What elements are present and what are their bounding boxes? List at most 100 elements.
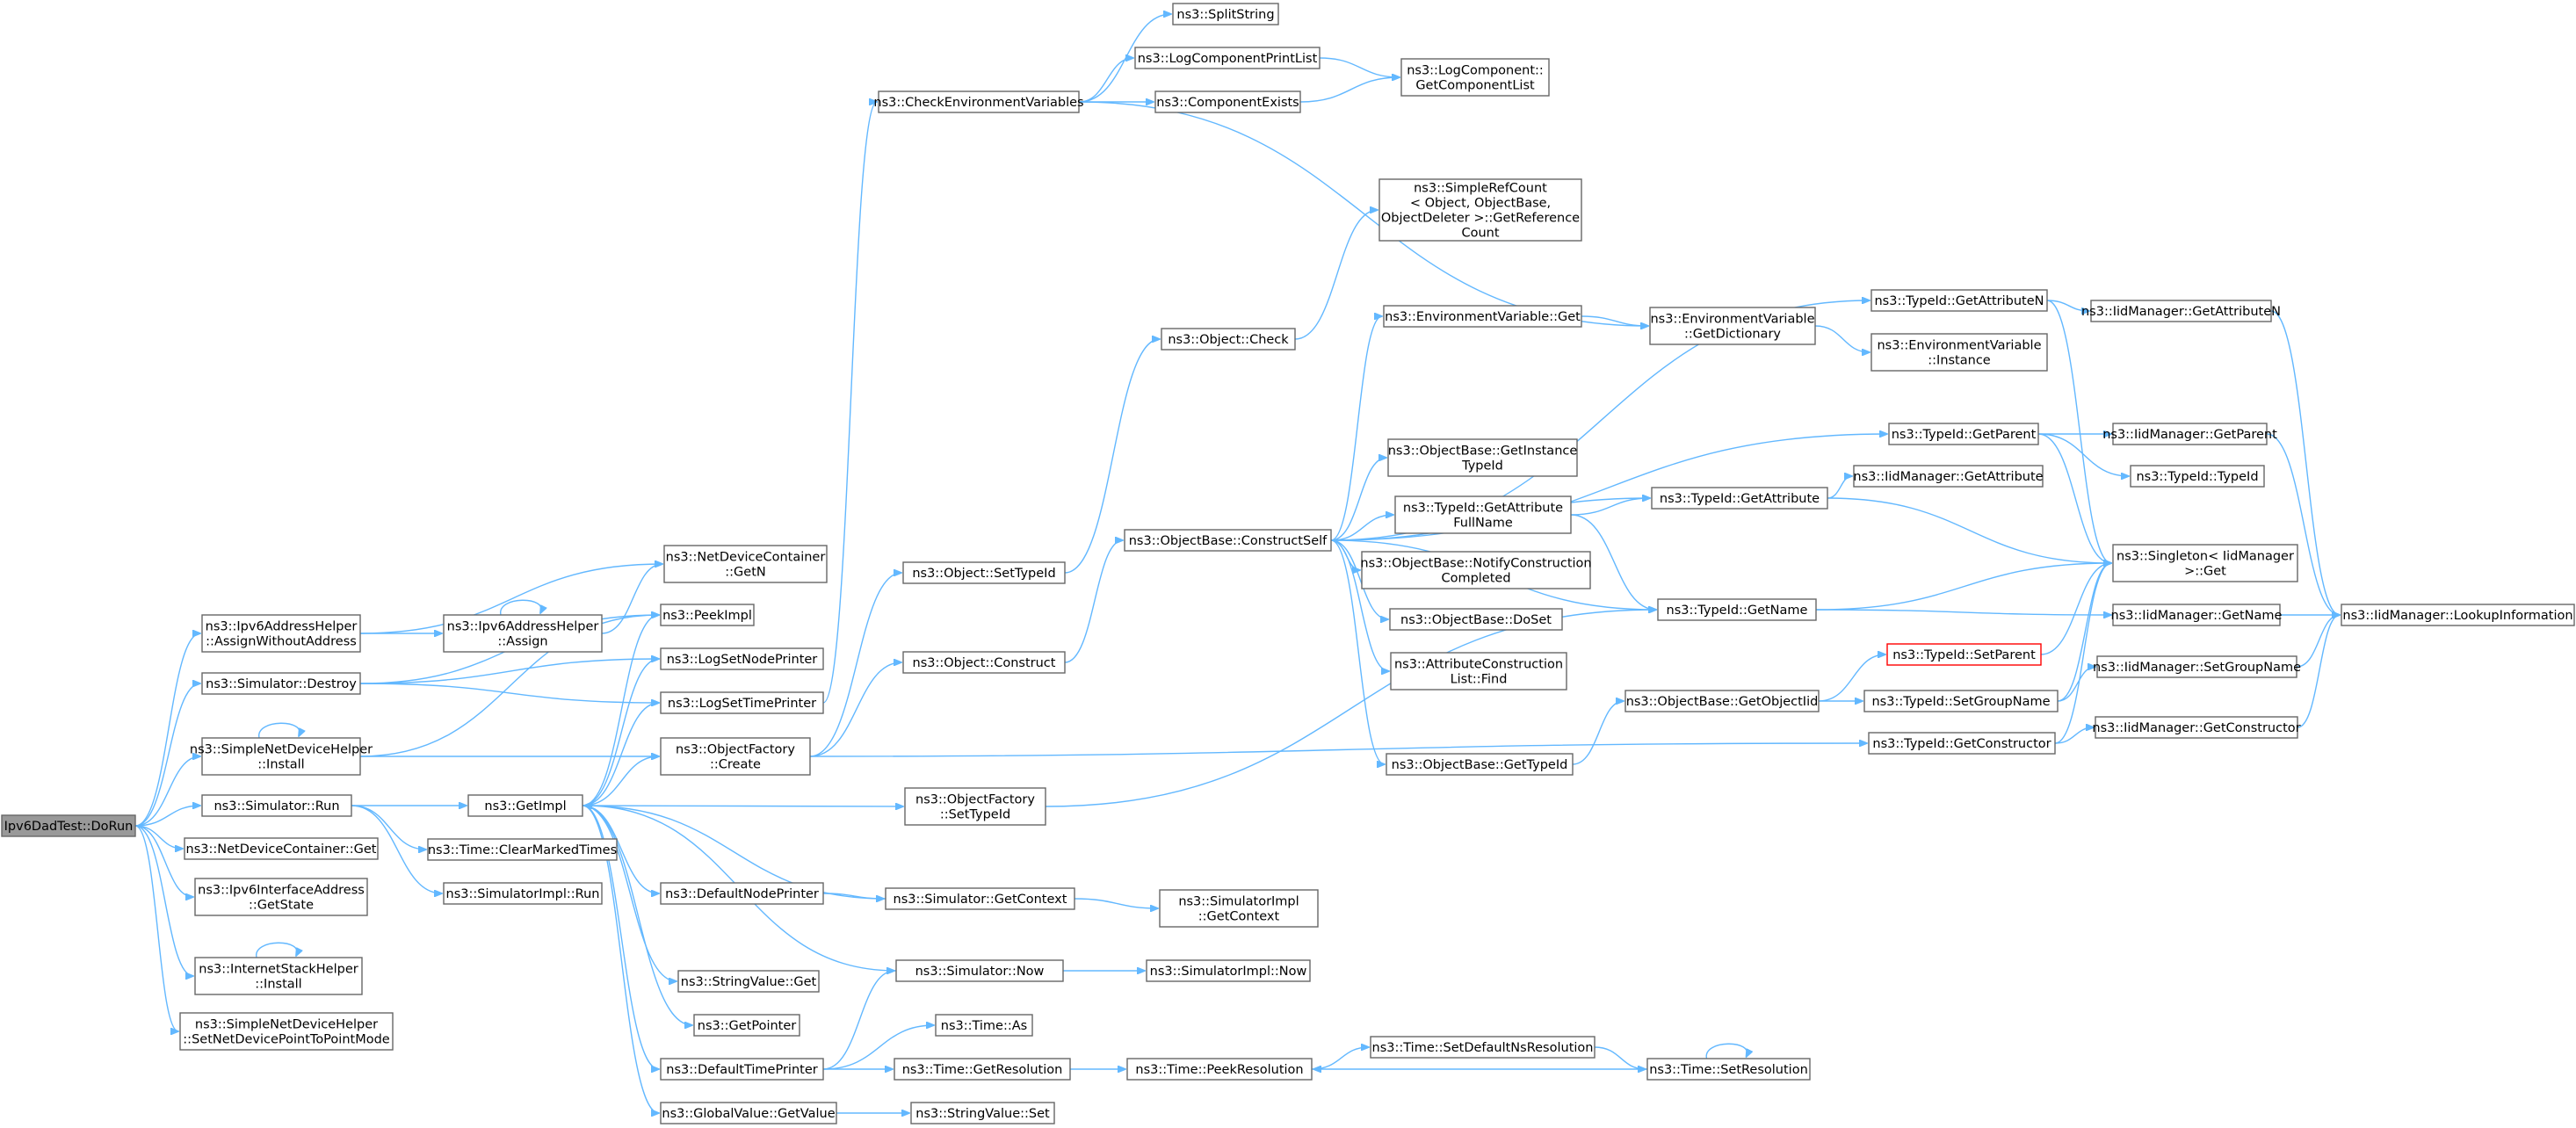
node-n-stringvalue-set[interactable]: ns3::StringValue::Set	[910, 1102, 1055, 1124]
node-label: ns3::SimulatorImpl::Run	[446, 887, 600, 901]
node-label: ns3::IidManager::GetName	[2111, 609, 2283, 623]
node-n-typeid-getname[interactable]: ns3::TypeId::GetName	[1657, 598, 1817, 621]
node-n-ob-doset[interactable]: ns3::ObjectBase::DoSet	[1389, 608, 1563, 631]
node-n-sim-now[interactable]: ns3::Simulator::Now	[895, 959, 1064, 982]
node-label: ns3::Simulator::GetContext	[894, 893, 1067, 907]
node-n-gv-getvalue[interactable]: ns3::GlobalValue::GetValue	[660, 1102, 837, 1124]
node-label: ns3::ObjectFactory	[915, 793, 1035, 807]
node-n-sndh-install[interactable]: ns3::SimpleNetDeviceHelper::Install	[190, 737, 373, 776]
node-n-time-setres[interactable]: ns3::Time::SetResolution	[1646, 1058, 1811, 1081]
node-n-logcomp-getlist[interactable]: ns3::LogComponent::GetComponentList	[1400, 58, 1550, 97]
node-n-iid-getconstructor[interactable]: ns3::IidManager::GetConstructor	[2092, 716, 2301, 739]
node-n-sndh-setp2p[interactable]: ns3::SimpleNetDeviceHelper::SetNetDevice…	[179, 1012, 394, 1051]
node-n-simimplrun[interactable]: ns3::SimulatorImpl::Run	[443, 882, 603, 905]
node-box	[1361, 551, 1591, 589]
node-n-envvar-getdict[interactable]: ns3::EnvironmentVariable::GetDictionary	[1649, 307, 1816, 345]
node-n-getimpl[interactable]: ns3::GetImpl	[467, 794, 583, 817]
node-n-defaultnodeprinter[interactable]: ns3::DefaultNodePrinter	[660, 882, 824, 905]
node-n-ob-getobjectiid[interactable]: ns3::ObjectBase::GetObjectIid	[1624, 690, 1820, 712]
node-n-ndc-getn[interactable]: ns3::NetDeviceContainer::GetN	[663, 545, 828, 583]
node-n-logsettimeprinter[interactable]: ns3::LogSetTimePrinter	[660, 691, 824, 714]
edge-n-defaulttimeprinter-to-n-time-as	[822, 1025, 934, 1070]
node-n-getpointer[interactable]: ns3::GetPointer	[693, 1014, 800, 1037]
node-n-iid-getattrn[interactable]: ns3::IidManager::GetAttributeN	[2081, 300, 2281, 322]
node-n-iid-getattribute[interactable]: ns3::IidManager::GetAttribute	[1853, 465, 2044, 488]
node-n-typeid-getconstructor[interactable]: ns3::TypeId::GetConstructor	[1868, 732, 2056, 755]
node-n-typeid-typeid[interactable]: ns3::TypeId::TypeId	[2130, 465, 2265, 488]
node-n-ndc-get[interactable]: ns3::NetDeviceContainer::Get	[184, 837, 379, 860]
node-n-singleton-get[interactable]: ns3::Singleton< IidManager >::Get	[2112, 544, 2298, 582]
node-box	[1888, 423, 2039, 445]
node-n-object-check[interactable]: ns3::Object::Check	[1161, 328, 1296, 351]
node-box	[2130, 465, 2265, 488]
node-n-typeid-getparent[interactable]: ns3::TypeId::GetParent	[1888, 423, 2039, 445]
node-label: ns3::ObjectBase::DoSet	[1400, 613, 1552, 627]
node-n-time-peekres[interactable]: ns3::Time::PeekResolution	[1126, 1058, 1313, 1081]
node-n-envvar-get[interactable]: ns3::EnvironmentVariable::Get	[1383, 305, 1582, 328]
edge-n-sndh-install-to-n-peekimpl	[359, 615, 659, 757]
node-n-iid-getparent[interactable]: ns3::IidManager::GetParent	[2102, 423, 2277, 445]
node-n-logcompprintlist[interactable]: ns3::LogComponentPrintList	[1134, 47, 1321, 69]
node-n-ob-constructself[interactable]: ns3::ObjectBase::ConstructSelf	[1124, 529, 1332, 552]
node-box	[2112, 544, 2298, 582]
node-n-iid-getname[interactable]: ns3::IidManager::GetName	[2111, 604, 2283, 626]
node-n-simimpl-getcontext[interactable]: ns3::SimulatorImpl::GetContext	[1159, 889, 1319, 928]
node-label: ns3::DefaultNodePrinter	[665, 887, 819, 901]
node-n-iid-setgroupname[interactable]: ns3::IidManager::SetGroupName	[2093, 655, 2301, 678]
node-n-ipv6ia-getstate[interactable]: ns3::Ipv6InterfaceAddress::GetState	[194, 878, 368, 916]
node-n-simimpl-now[interactable]: ns3::SimulatorImpl::Now	[1146, 959, 1311, 982]
node-n-of-settypeid[interactable]: ns3::ObjectFactory::SetTypeId	[904, 787, 1046, 826]
node-n-object-settypeid[interactable]: ns3::Object::SetTypeId	[902, 561, 1066, 584]
node-label: ns3::ObjectFactory	[676, 743, 795, 757]
node-box	[201, 737, 361, 776]
node-n-splitstring[interactable]: ns3::SplitString	[1172, 3, 1279, 25]
node-n-typeid-getattrn[interactable]: ns3::TypeId::GetAttributeN	[1870, 289, 2048, 312]
node-n-typeid-setgroupname[interactable]: ns3::TypeId::SetGroupName	[1863, 690, 2059, 712]
node-n-checkenv[interactable]: ns3::CheckEnvironmentVariables	[873, 90, 1084, 113]
node-n-simrun[interactable]: ns3::Simulator::Run	[201, 794, 352, 817]
node-n-defaulttimeprinter[interactable]: ns3::DefaultTimePrinter	[660, 1058, 824, 1081]
node-n-typeid-getattribute[interactable]: ns3::TypeId::GetAttribute	[1651, 487, 1828, 510]
node-n-logsetnodeprinter[interactable]: ns3::LogSetNodePrinter	[660, 647, 824, 670]
edge-n-time-setdefaultns-to-n-time-setres	[1594, 1046, 1646, 1069]
node-box	[660, 691, 824, 714]
node-box	[443, 882, 603, 905]
node-n-ob-gettypeid[interactable]: ns3::ObjectBase::GetTypeId	[1386, 753, 1574, 776]
node-label: ::Install	[255, 978, 301, 992]
node-n-srcount[interactable]: ns3::SimpleRefCount< Object, ObjectBase,…	[1378, 178, 1582, 242]
node-n-clearmarked[interactable]: ns3::Time::ClearMarkedTimes	[427, 838, 618, 861]
node-box	[1378, 178, 1582, 242]
node-n-time-getres[interactable]: ns3::Time::GetResolution	[894, 1058, 1071, 1081]
node-n-sim-getcontext[interactable]: ns3::Simulator::GetContext	[885, 887, 1075, 910]
node-box	[1, 814, 136, 837]
node-n-stringvalue-get[interactable]: ns3::StringValue::Get	[677, 970, 820, 993]
edge-root-to-n-ipv6ia-getstate	[134, 825, 193, 897]
node-box	[2112, 604, 2281, 626]
node-root[interactable]: Ipv6DadTest::DoRun	[1, 814, 136, 837]
edge-n-of-create-to-n-typeid-getconstructor	[809, 743, 1867, 757]
node-n-typeid-setparent[interactable]: ns3::TypeId::SetParent	[1886, 643, 2042, 666]
node-box	[895, 959, 1064, 982]
node-box	[904, 787, 1046, 826]
node-label: ns3::SimpleRefCount	[1414, 182, 1547, 196]
node-n-time-as[interactable]: ns3::Time::As	[935, 1014, 1033, 1037]
node-label: ns3::ObjectBase::GetTypeId	[1392, 758, 1568, 772]
node-n-ipv6ah-assign[interactable]: ns3::Ipv6AddressHelper::Assign	[443, 614, 603, 653]
node-n-iid-lookupinfo[interactable]: ns3::IidManager::LookupInformation	[2341, 604, 2575, 626]
node-n-ish-install[interactable]: ns3::InternetStackHelper::Install	[194, 957, 363, 995]
node-n-envvar-instance[interactable]: ns3::EnvironmentVariable::Instance	[1870, 333, 2048, 372]
node-n-peekimpl[interactable]: ns3::PeekImpl	[660, 604, 755, 626]
node-n-aswa[interactable]: ns3::Ipv6AddressHelper::AssignWithoutAdd…	[201, 614, 361, 653]
node-box	[1646, 1058, 1811, 1081]
node-label: ns3::SimulatorImpl	[1178, 895, 1299, 909]
node-n-time-setdefaultns[interactable]: ns3::Time::SetDefaultNsResolution	[1370, 1036, 1596, 1059]
node-label: ns3::Time::As	[941, 1019, 1027, 1033]
node-n-simdestroy[interactable]: ns3::Simulator::Destroy	[201, 672, 361, 695]
node-n-object-construct[interactable]: ns3::Object::Construct	[902, 651, 1066, 674]
node-n-compexists[interactable]: ns3::ComponentExists	[1154, 90, 1301, 113]
node-n-of-create[interactable]: ns3::ObjectFactory::Create	[660, 737, 811, 776]
node-n-ob-notifyconstruct[interactable]: ns3::ObjectBase::NotifyConstructionCompl…	[1360, 551, 1592, 589]
